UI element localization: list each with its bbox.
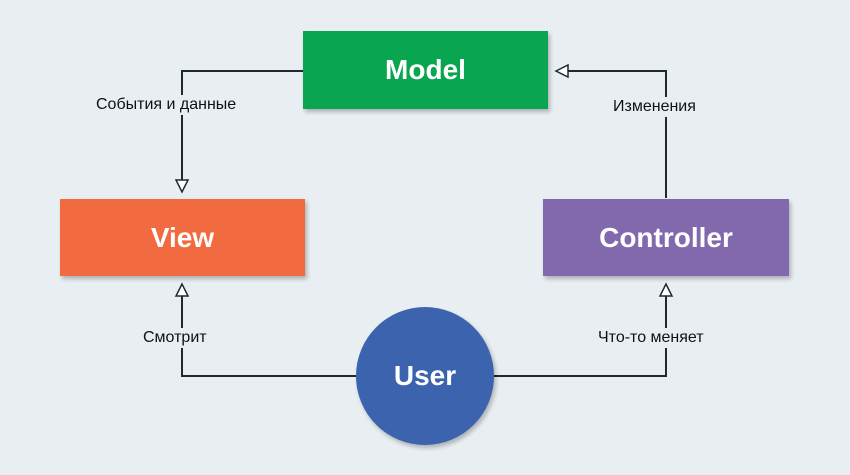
edge-controller-to-model (566, 70, 667, 198)
edge-label-user-to-view: Смотрит (140, 328, 210, 348)
edge-user-to-controller (494, 296, 667, 377)
arrowhead-model-right (554, 63, 569, 79)
arrowhead-controller-bottom (658, 282, 674, 297)
user-node: User (356, 307, 494, 445)
edge-user-to-view (181, 296, 356, 377)
arrowhead-view-top (174, 179, 190, 194)
arrowhead-view-bottom (174, 282, 190, 297)
edge-label-user-to-controller: Что-то меняет (595, 328, 707, 348)
edge-model-to-view (181, 70, 303, 182)
controller-node: Controller (543, 199, 789, 276)
view-node: View (60, 199, 305, 276)
edge-label-model-to-view: События и данные (93, 95, 240, 115)
model-node: Model (303, 31, 548, 109)
edge-label-controller-to-model: Изменения (610, 97, 699, 117)
